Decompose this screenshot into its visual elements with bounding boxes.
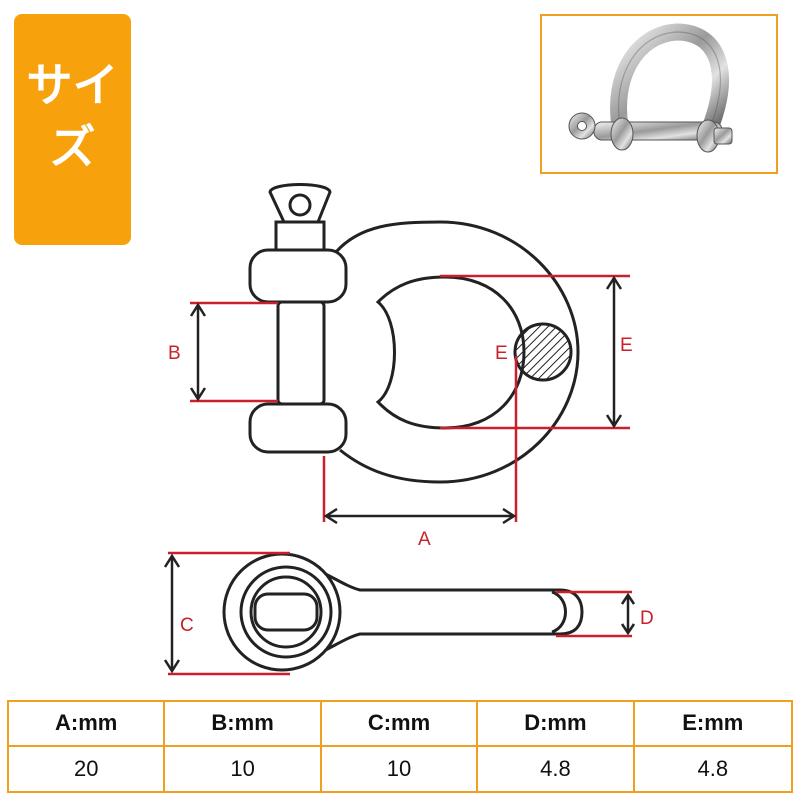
- badge-text-line-1: サイ: [26, 58, 119, 112]
- shackle-diagram: B E E A C D: [163, 183, 654, 676]
- spec-value-b: 10: [165, 746, 322, 791]
- pin-head-ring: [239, 565, 333, 659]
- spec-value-d: 4.8: [478, 746, 635, 791]
- size-badge: サイ ズ: [14, 14, 131, 245]
- dimension-label-a: A: [418, 529, 431, 550]
- spec-header-b: B:mm: [165, 702, 322, 747]
- dimension-label-c: C: [180, 615, 194, 636]
- product-photo-frame: [540, 14, 778, 174]
- spec-header-c: C:mm: [321, 702, 479, 747]
- spec-header-d: D:mm: [478, 702, 635, 747]
- spec-value-a: 20: [9, 746, 166, 791]
- lower-ear: [248, 402, 348, 454]
- pin-head-neck: [274, 220, 326, 252]
- dimension-arrows: [189, 275, 623, 525]
- dimension-label-e-outer: E: [620, 335, 633, 356]
- pin-head-inner: [249, 575, 323, 649]
- spec-header-e: E:mm: [634, 702, 791, 747]
- spec-header-a: A:mm: [9, 702, 166, 747]
- dimension-label-b: B: [168, 343, 181, 364]
- pin-top-view: [222, 552, 584, 672]
- pin-dimension-lines: [168, 551, 632, 676]
- spec-table: A:mm B:mm C:mm D:mm E:mm 20 10 10 4.8 4.…: [7, 700, 793, 793]
- upper-ear: [248, 248, 348, 304]
- bow-cross-section: [513, 322, 573, 382]
- shackle-photo-icon: [568, 23, 733, 153]
- pin-tip-curve: [551, 590, 567, 634]
- pin-shank: [276, 300, 326, 406]
- pin-dimension-arrows: [163, 553, 636, 674]
- bow-outer-outline: [334, 220, 580, 484]
- front-view: [248, 183, 580, 484]
- badge-text-line-2: ズ: [49, 120, 96, 174]
- dimension-label-d: D: [640, 608, 654, 629]
- pin-eye-tab: [268, 183, 332, 224]
- pin-eye-hole: [288, 193, 312, 217]
- spec-value-c: 10: [322, 746, 479, 791]
- dimension-label-e-inner: E: [495, 343, 508, 364]
- size-badge-text: サイ ズ: [14, 54, 131, 178]
- dimension-lines: [190, 274, 630, 522]
- pin-head-slot: [253, 592, 319, 632]
- spec-value-e: 4.8: [697, 755, 729, 781]
- pin-outline: [289, 560, 584, 664]
